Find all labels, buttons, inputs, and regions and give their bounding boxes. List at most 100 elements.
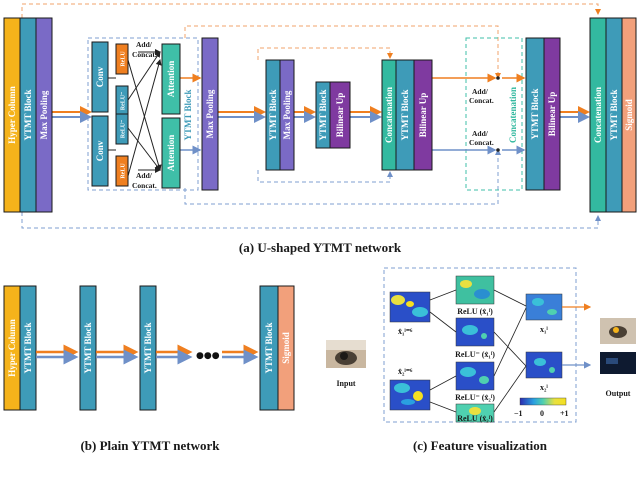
max-pooling-2-label: Max Pooling <box>205 89 215 138</box>
skip-line-mid-orange <box>184 25 501 79</box>
add-concat-top-1: Add/ <box>136 40 153 49</box>
heatmap-x2-input <box>389 379 431 411</box>
x2-input-label: x̂₂ˡ⁼⁶ <box>398 367 413 376</box>
bilinear-up-1-label: Bilinear Up <box>335 93 345 138</box>
max-pooling-1 <box>35 17 53 213</box>
caption-a: (a) U-shaped YTMT network <box>239 240 402 255</box>
relu-x2-label: ReLU (x̂₂ˡ) <box>457 414 493 423</box>
input-label: Input <box>336 379 355 388</box>
max-pooling-1-label: Max Pooling <box>39 90 49 139</box>
add-concat-right-bottom-2: Concat. <box>469 138 494 147</box>
ytmt-block-3-label: YTMT Block <box>318 89 328 140</box>
attention-top-label: Attention <box>166 61 176 98</box>
ytmt-block-module-label: YTMT Block <box>183 89 193 140</box>
caption-b: (b) Plain YTMT network <box>80 438 220 453</box>
max-pooling-3-label: Max Pooling <box>282 90 292 139</box>
skip-line-bottom-blue <box>21 212 601 229</box>
relu-top-label: ReLU <box>121 51 127 67</box>
heatmap-relu-x2 <box>455 403 495 423</box>
plain-sigmoid-label: Sigmoid <box>281 332 291 364</box>
main-arrows <box>20 73 590 155</box>
skip-line-inner-blue <box>257 170 393 183</box>
ytmt-block-1-label: YTMT Block <box>23 89 33 140</box>
relu-neg-top-label: ReLU⁻ <box>121 92 127 111</box>
plain-network: Hyper Column YTMT Block YTMT Block YTMT … <box>3 285 295 453</box>
bilinear-up-1 <box>329 81 351 149</box>
heatmap-x1-input <box>389 291 431 323</box>
colorbar-min-label: −1 <box>514 409 523 418</box>
conv-top <box>91 41 109 113</box>
relu-neg-bottom <box>115 113 129 145</box>
input-image: Input <box>326 340 366 388</box>
heatmap-x2-output <box>525 351 563 379</box>
x2-output-label: x₂ˡ <box>540 383 548 392</box>
add-concat-right-top-2: Concat. <box>469 96 494 105</box>
plain-ytmt-3-label: YTMT Block <box>143 322 153 373</box>
heatmap-relu-x1 <box>455 275 495 305</box>
skip-line-top-orange <box>21 3 601 18</box>
colorbar <box>519 397 567 406</box>
bilinear-up-2 <box>413 59 433 171</box>
bilinear-up-3-label: Bilinear Up <box>547 92 557 137</box>
feature-visualization: x̂₁ˡ⁼⁶ x̂₂ˡ⁼⁶ ReLU (x̂₁ˡ) ReLU⁻ (x̂₁ˡ) R… <box>383 267 592 453</box>
attention-bottom-label: Attention <box>166 135 176 172</box>
plain-ytmt-4-label: YTMT Block <box>264 322 274 373</box>
plain-sigmoid <box>277 285 295 411</box>
skip-line-mid-blue <box>184 149 501 205</box>
plain-ytmt-2 <box>79 285 97 411</box>
hyper-column-label: Hyper Column <box>7 86 17 144</box>
concatenation-2-label: Concatenation <box>593 87 603 143</box>
ytmt-block-5-label: YTMT Block <box>530 88 540 139</box>
add-concat-top-2: Concat. <box>132 50 157 59</box>
concat-module-box <box>465 37 523 191</box>
max-pooling-3 <box>279 59 295 171</box>
plain-ytmt-1 <box>19 285 37 411</box>
conv-bottom-label: Conv <box>95 140 105 161</box>
x1-output-label: x₁ˡ <box>540 325 548 334</box>
relu-neg-x1-label: ReLU⁻ (x̂₁ˡ) <box>455 350 495 359</box>
add-concat-bottom-1: Add/ <box>136 171 153 180</box>
plain-ytmt-2-label: YTMT Block <box>83 322 93 373</box>
output-label: Output <box>606 389 631 398</box>
ytmt-block-4-label: YTMT Block <box>400 89 410 140</box>
attention-top <box>161 43 181 115</box>
colorbar-mid-label: 0 <box>540 409 544 418</box>
x1-input-label: x̂₁ˡ⁼⁶ <box>398 327 413 336</box>
relu-x1-label: ReLU (x̂₁ˡ) <box>457 307 493 316</box>
colorbar-max-label: +1 <box>560 409 569 418</box>
heatmap-relu-neg-x1 <box>455 317 495 347</box>
merge-dot-top <box>496 76 500 80</box>
merge-dot-bottom <box>496 148 500 152</box>
attention-bottom <box>161 117 181 189</box>
bilinear-up-2-label: Bilinear Up <box>418 93 428 138</box>
heatmap-relu-neg-x2 <box>455 361 495 391</box>
sigmoid-1 <box>621 17 637 213</box>
add-concat-bottom-2: Concat. <box>132 181 157 190</box>
relu-neg-bottom-label: ReLU⁻ <box>121 120 127 139</box>
ytmt-block-2-label: YTMT Block <box>268 89 278 140</box>
plain-ytmt-3 <box>139 285 157 411</box>
heatmap-x1-output <box>525 293 563 321</box>
output-images: Output <box>600 318 636 398</box>
plain-ytmt-1-label: YTMT Block <box>23 322 33 373</box>
conv-bottom <box>91 115 109 187</box>
add-concat-right-top-1: Add/ <box>472 87 489 96</box>
relu-bottom-label: ReLU <box>121 163 127 179</box>
add-concat-right-bottom-1: Add/ <box>472 129 489 138</box>
max-pooling-2 <box>201 37 219 191</box>
feature-vis-connections <box>429 289 592 413</box>
bilinear-up-3 <box>543 37 561 191</box>
caption-c: (c) Feature visualization <box>413 438 548 453</box>
relu-neg-x2-label: ReLU⁻ (x̂₂ˡ) <box>455 393 495 402</box>
conv-top-label: Conv <box>95 66 105 87</box>
cross-connections <box>108 49 202 177</box>
relu-bottom <box>115 155 129 187</box>
sigmoid-1-label: Sigmoid <box>624 99 634 131</box>
u-shaped-network: Hyper Column YTMT Block Max Pooling Conv… <box>3 3 637 255</box>
concatenation-module-label: Concatenation <box>508 87 518 143</box>
ytmt-block-6-label: YTMT Block <box>609 89 619 140</box>
relu-top <box>115 43 129 75</box>
plain-hyper-column-label: Hyper Column <box>7 319 17 377</box>
skip-line-inner-orange <box>257 47 393 60</box>
